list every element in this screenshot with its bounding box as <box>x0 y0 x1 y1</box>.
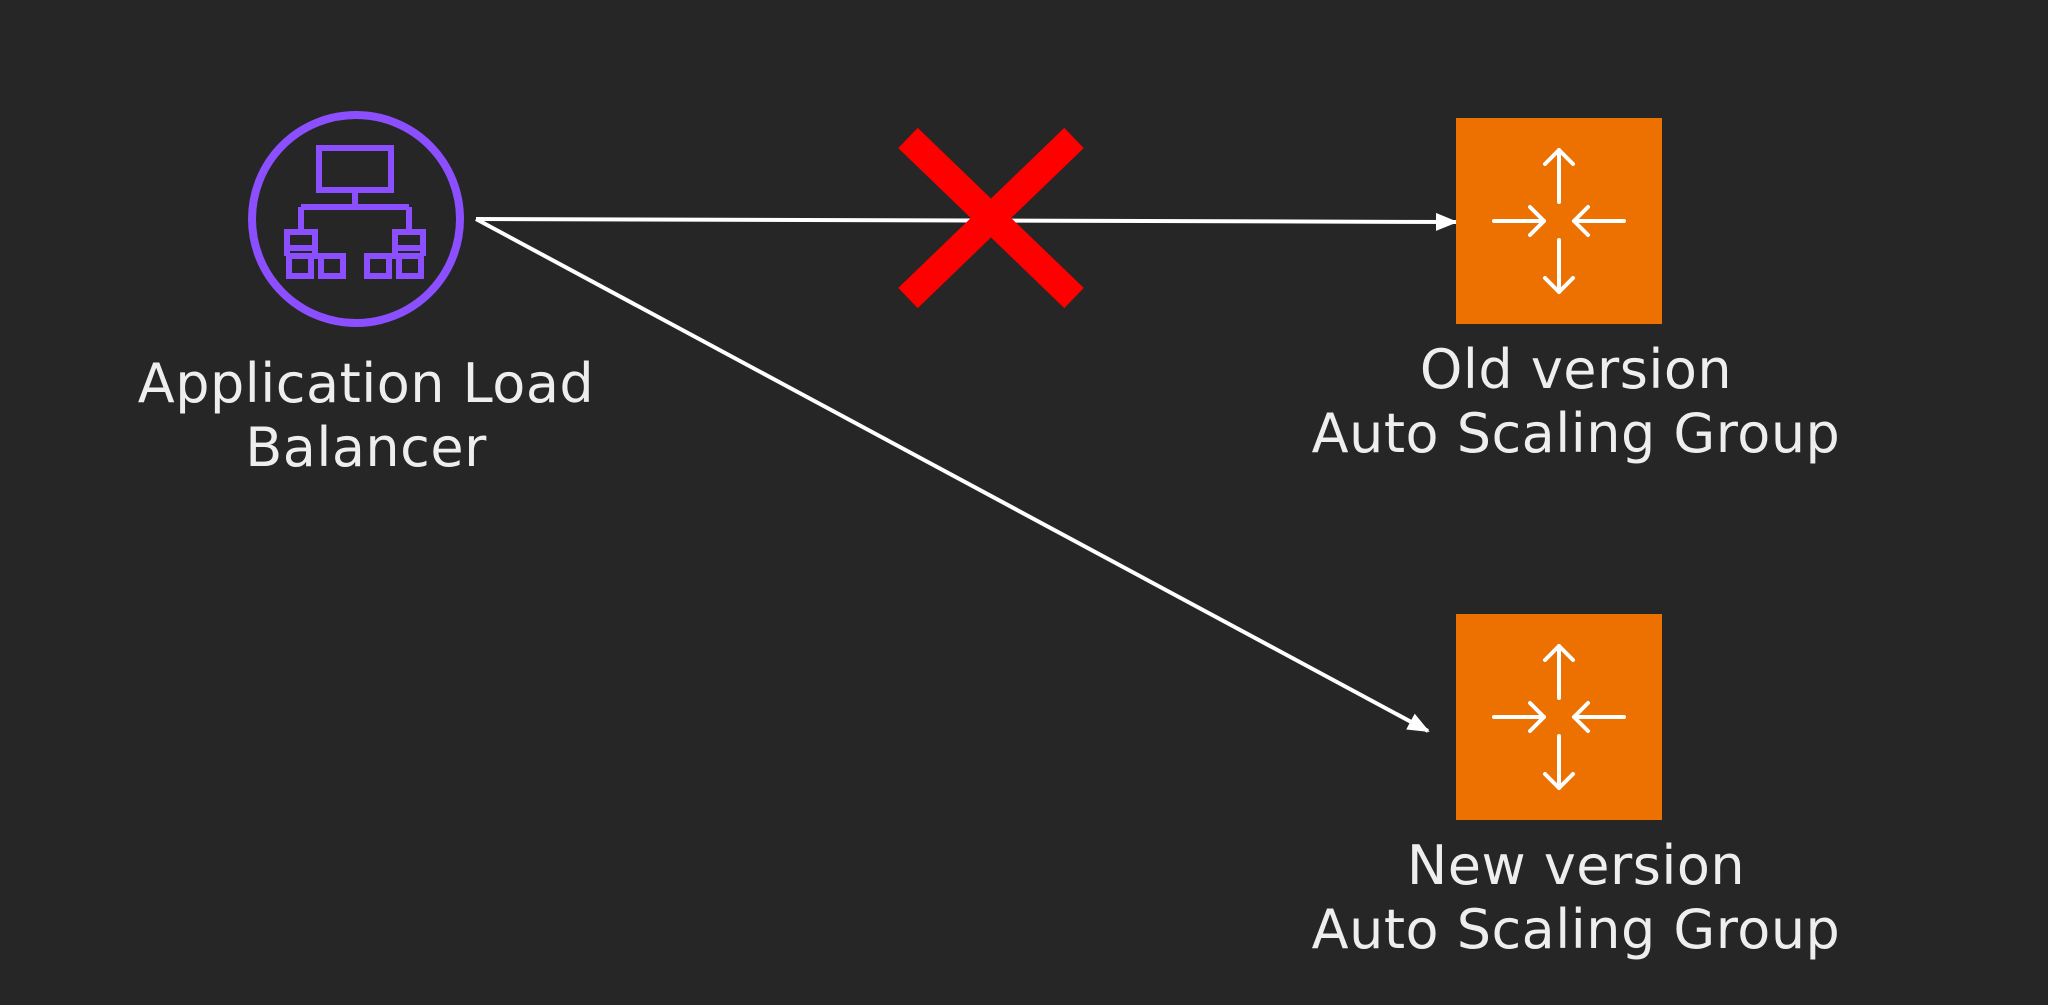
new-group-label-line-2: Auto Scaling Group <box>1311 898 1841 961</box>
auto-scaling-icon-new <box>1456 614 1662 820</box>
load-balancer-label-line-2: Balancer <box>245 416 487 479</box>
auto-scaling-icon-old <box>1456 118 1662 324</box>
edge-alb-to-new-group <box>475 217 1430 733</box>
new-group-label: New version Auto Scaling Group <box>1276 834 1876 962</box>
application-load-balancer-icon <box>248 111 464 327</box>
old-group-label: Old version Auto Scaling Group <box>1276 338 1876 466</box>
old-group-label-line-1: Old version <box>1419 338 1733 401</box>
new-group-label-line-1: New version <box>1406 834 1746 897</box>
load-balancer-label-line-1: Application Load <box>137 352 595 415</box>
load-balancer-label: Application Load Balancer <box>106 352 626 480</box>
edge-alb-to-old-group <box>475 212 1458 231</box>
old-group-label-line-2: Auto Scaling Group <box>1311 402 1841 465</box>
red-x-icon <box>898 127 1084 309</box>
